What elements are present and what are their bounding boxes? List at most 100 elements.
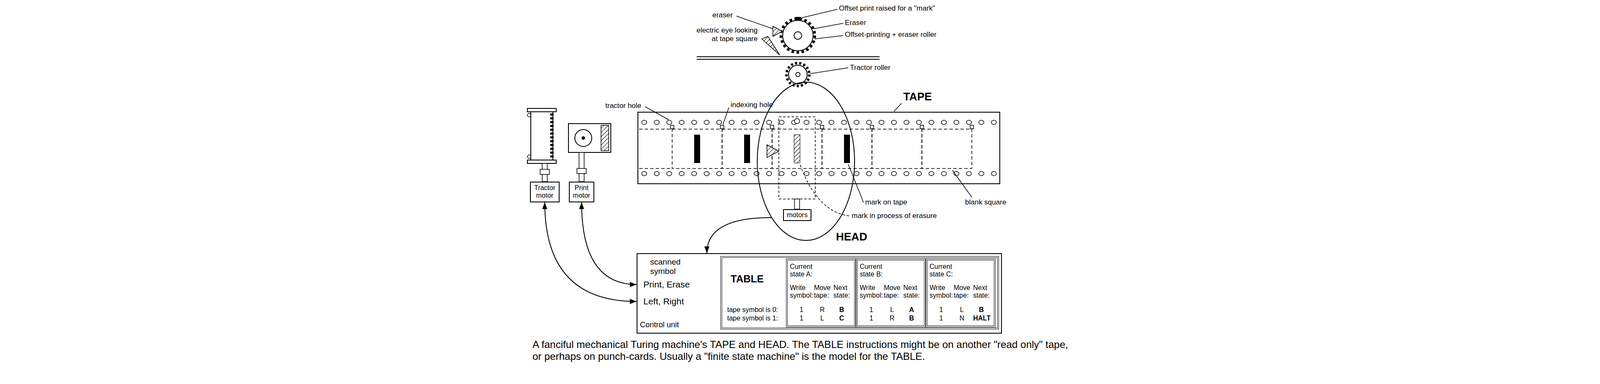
leader-line xyxy=(801,9,838,18)
node-text: Print motor xyxy=(573,184,591,200)
node-text: L xyxy=(953,306,971,314)
node-text: Move tape: xyxy=(883,284,901,300)
node-text: tape symbol is 1: xyxy=(727,314,778,323)
leader-line xyxy=(645,106,669,120)
node-text: N xyxy=(953,314,971,323)
part-label: Eraser xyxy=(844,18,867,28)
node-text: Write symbol: xyxy=(929,284,953,300)
roller-flange xyxy=(527,160,557,164)
figure-caption: A fanciful mechanical Turing machine's T… xyxy=(532,338,1073,362)
node-text: scanned symbol xyxy=(650,257,681,276)
node-text: 1 xyxy=(789,314,814,323)
part-label: indexing hole xyxy=(730,100,773,110)
motor-box: motors xyxy=(783,209,812,221)
indexing-holes xyxy=(670,125,974,129)
roller-flange xyxy=(527,108,557,112)
node-text: L xyxy=(813,314,831,323)
node-text: R xyxy=(813,306,831,314)
state-column: Current state C:Write symbol:Move tape:N… xyxy=(925,258,996,328)
leader-line xyxy=(893,103,902,112)
part-label: electric eye looking at tape square xyxy=(689,26,758,43)
leader-lines xyxy=(645,9,972,216)
node-text: motors xyxy=(786,211,808,219)
node-text: 1 xyxy=(859,314,883,323)
head-sprocket xyxy=(794,118,800,124)
leader-line xyxy=(722,107,729,125)
offset-eraser-roller xyxy=(782,20,814,51)
leader-line xyxy=(810,67,849,74)
eraser-pad xyxy=(772,26,783,37)
indexing-hole xyxy=(870,125,874,129)
electric-eye-beam xyxy=(761,36,780,56)
tape-mark xyxy=(844,134,850,163)
shaft-nut xyxy=(540,169,550,175)
indexing-hole xyxy=(720,125,724,129)
print-pad xyxy=(601,125,609,151)
tape-square xyxy=(772,129,823,169)
part-label: mark in process of erasure xyxy=(851,211,937,221)
control-unit-box: scanned symbolPrint, EraseLeft, RightCon… xyxy=(636,253,1002,334)
shaft-nut xyxy=(576,168,587,174)
head-frame xyxy=(778,116,816,199)
motor-box: Tractor motor xyxy=(529,181,560,203)
part-label: tractor hole xyxy=(605,101,642,111)
node-text: 1 xyxy=(929,306,953,314)
node-text: Tractor motor xyxy=(534,184,556,200)
node-text: Control unit xyxy=(640,320,679,330)
node-text: Next state: xyxy=(903,284,920,300)
node-text: tape symbol is 0: xyxy=(727,306,778,314)
tape-edge-view xyxy=(696,56,880,58)
indexing-hole xyxy=(770,125,774,129)
node-text: Move tape: xyxy=(813,284,831,300)
tape-square xyxy=(722,129,773,169)
bolt xyxy=(527,154,531,159)
arrowhead xyxy=(579,202,585,210)
node-text: Write symbol: xyxy=(789,284,814,300)
leader-line xyxy=(814,35,844,39)
node-text: A xyxy=(903,306,920,314)
tape-square xyxy=(672,129,723,169)
connector xyxy=(544,202,637,302)
part-label: Offset-printing + eraser roller xyxy=(844,30,937,39)
arrowhead xyxy=(629,298,637,304)
tape-square xyxy=(921,129,972,169)
node-text: HEAD xyxy=(835,230,868,244)
electric-eye xyxy=(766,144,779,158)
tape-square xyxy=(871,129,922,169)
bolt xyxy=(527,113,531,117)
tape-square-edge xyxy=(639,128,673,130)
mark-being-erased xyxy=(794,134,800,163)
arrowhead xyxy=(629,281,637,287)
state-column: Current state A: Write symbol:Move tape:N… xyxy=(786,258,856,328)
roller-hub xyxy=(794,31,802,40)
node-text: Current state A: xyxy=(789,262,824,279)
leader-line xyxy=(800,164,850,216)
tractor-hole-row xyxy=(638,117,1000,178)
print-roller-frame xyxy=(568,123,611,153)
node-text: Move tape: xyxy=(953,284,971,300)
node-text: Next state: xyxy=(833,284,850,300)
indexing-hole xyxy=(820,125,824,129)
part-label: eraser xyxy=(712,11,733,20)
motor-box: Print motor xyxy=(568,181,595,203)
indexing-hole xyxy=(920,125,924,129)
connector xyxy=(706,217,772,254)
node-text: Print, Erase xyxy=(643,279,690,290)
arrowhead xyxy=(542,202,548,210)
part-label: Offset print raised for a "mark" xyxy=(838,4,936,13)
tractor-roller-hub xyxy=(795,72,800,77)
tape-square xyxy=(822,129,872,169)
connector xyxy=(581,202,637,285)
tape-squares xyxy=(639,129,972,169)
leader-line xyxy=(848,164,864,203)
tractor-roller xyxy=(788,65,808,84)
roller-teeth xyxy=(780,18,815,53)
node-text: Write symbol: xyxy=(859,284,883,300)
state-column: Current state B:Write symbol:Move tape:N… xyxy=(855,258,926,328)
table-box: TABLEtape symbol is 0:tape symbol is 1:C… xyxy=(720,256,999,330)
drum-sprockets xyxy=(550,113,554,159)
print-roller xyxy=(574,129,592,147)
indexing-hole xyxy=(670,125,674,129)
node-text: R xyxy=(883,314,901,323)
